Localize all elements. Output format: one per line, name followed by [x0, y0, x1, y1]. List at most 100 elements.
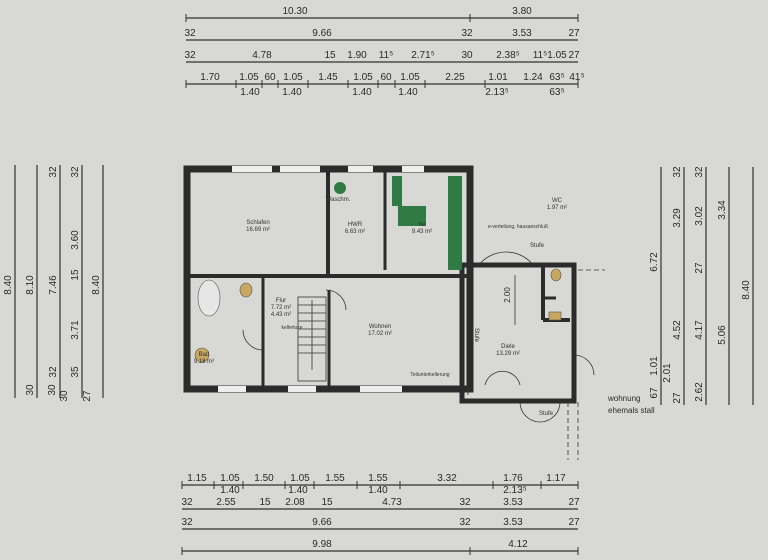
dim-label: 3.02 — [694, 206, 705, 226]
dim-label: 2.71⁵ — [411, 50, 435, 61]
dim-label: 1.40 — [220, 485, 240, 496]
dim-label: 3.53 — [503, 517, 523, 528]
dim-label: 15 — [70, 269, 81, 281]
dimension-ticks — [181, 14, 579, 555]
dim-label: 63⁵ — [549, 87, 565, 98]
dim-label: 11⁵ — [378, 50, 394, 61]
dim-label: 2.00 — [503, 287, 512, 303]
dim-label: 2.25 — [445, 72, 465, 83]
dim-label: 27 — [568, 50, 580, 61]
dim-label: 1.76 — [503, 473, 523, 484]
dim-label: 2.55 — [216, 497, 236, 508]
dim-label: 1.05 — [283, 72, 303, 83]
dim-label: 32 — [184, 28, 196, 39]
dim-label: 27 — [694, 262, 705, 274]
dim-label: 27 — [568, 497, 580, 508]
stairs — [297, 296, 327, 382]
dim-label: 41⁵ — [569, 72, 585, 83]
room-name: Bad — [198, 352, 210, 358]
room-area: 16.69 m² — [246, 227, 270, 233]
dim-label: 30 — [25, 384, 36, 396]
dim-label: 4.73 — [382, 497, 402, 508]
dim-label: 1.55 — [325, 473, 345, 484]
dim-label: 32 — [181, 497, 193, 508]
dim-label: 27 — [568, 28, 580, 39]
dim-label: 15 — [259, 497, 271, 508]
dim-label: 3.53 — [503, 497, 523, 508]
dim-label: 2.62 — [694, 382, 705, 402]
dim-label: 15 — [321, 497, 333, 508]
dim-label: 8.40 — [741, 280, 752, 300]
dim-label: 4.17 — [694, 320, 705, 340]
label-stufe: Stufe — [529, 243, 545, 249]
dim-label: 2.38⁵ — [496, 50, 520, 61]
dim-label: 32 — [70, 166, 81, 178]
dim-label: 32 — [184, 50, 196, 61]
dim-label: 1.05 — [400, 72, 420, 83]
dim-label: 9.98 — [312, 539, 332, 550]
room-name: he — [418, 222, 426, 228]
dim-label: 1.40 — [282, 87, 302, 98]
dim-label: 3.60 — [70, 230, 81, 250]
dim-label: 1.45 — [318, 72, 338, 83]
sanitary-fixtures — [194, 268, 562, 363]
room-name: HWR — [347, 222, 363, 228]
dim-label: 35 — [70, 366, 81, 378]
dim-label: 11⁵ — [532, 50, 548, 61]
dim-label: 1.90 — [347, 50, 367, 61]
label-ehemals-stall: ehemals stall — [608, 406, 655, 415]
room-name: Diele — [501, 344, 515, 350]
dim-label: 1.01 — [488, 72, 508, 83]
room-name: WC — [552, 198, 562, 204]
dim-label: 32 — [694, 166, 705, 178]
dim-label: 60 — [380, 72, 392, 83]
dim-label: 1.55 — [368, 473, 388, 484]
dim-label: 60 — [264, 72, 276, 83]
dim-label: 1.05 — [290, 473, 310, 484]
dim-label: 32 — [461, 28, 473, 39]
dim-label: 3.34 — [717, 200, 728, 220]
dim-label: 4.78 — [252, 50, 272, 61]
dim-label: 9.66 — [312, 517, 332, 528]
dim-label: 5.06 — [717, 325, 728, 345]
label-teilunterkellerung: Teilunterkellerung — [410, 372, 450, 378]
dimension-lines — [14, 17, 754, 552]
dim-label: 1.17 — [546, 473, 566, 484]
room-area: 4.43 m² — [270, 312, 292, 318]
doors — [242, 251, 595, 423]
dim-label: 32 — [48, 366, 59, 378]
dim-label: 6.72 — [649, 252, 660, 272]
dim-label: 1.05 — [547, 50, 567, 61]
dim-label: 32 — [459, 497, 471, 508]
dim-label: 1.05 — [220, 473, 240, 484]
dim-label: 2.01 — [662, 363, 673, 383]
room-area: 6.63 m² — [344, 229, 366, 235]
dim-label: 30 — [461, 50, 473, 61]
label-verteilung: e-verteilung, hausanschluß — [487, 224, 549, 230]
dim-label: 67 — [649, 387, 660, 399]
dim-label: 1.24 — [523, 72, 543, 83]
dim-label: 1.05 — [239, 72, 259, 83]
dim-label: 1.05 — [353, 72, 373, 83]
dim-label: 30 — [59, 390, 70, 402]
dim-label: 4.52 — [672, 320, 683, 340]
dim-label: 1.01 — [649, 356, 660, 376]
dim-label: 10.30 — [282, 6, 308, 17]
dim-label: 8.10 — [25, 275, 36, 295]
label-waschmaschine: Waschm. — [325, 197, 351, 203]
dim-label: 32 — [48, 166, 59, 178]
room-area: 17.02 m² — [368, 331, 392, 337]
dim-label: 1.50 — [254, 473, 274, 484]
dim-label: 15 — [324, 50, 336, 61]
dim-label: 8.40 — [91, 275, 102, 295]
dim-label: 8.40 — [3, 275, 14, 295]
dim-label: 3.29 — [672, 208, 683, 228]
